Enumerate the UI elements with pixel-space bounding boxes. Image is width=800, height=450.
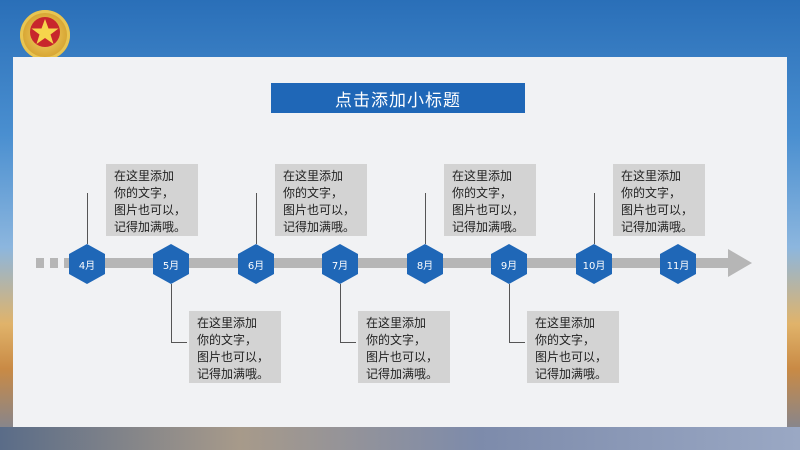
connector-line: [509, 284, 510, 342]
text-card[interactable]: 在这里添加 你的文字， 图片也可以， 记得加满哦。: [613, 164, 705, 236]
timeline-dash: [36, 258, 44, 268]
subtitle-text: 点击添加小标题: [335, 90, 461, 111]
connector-line: [87, 193, 88, 244]
connector-line: [340, 342, 356, 343]
subtitle-box[interactable]: 点击添加小标题: [271, 83, 525, 113]
timeline-dash: [714, 258, 722, 268]
connector-line: [256, 193, 257, 244]
text-card[interactable]: 在这里添加 你的文字， 图片也可以， 记得加满哦。: [189, 311, 281, 383]
timeline-dash: [64, 258, 72, 268]
connector-line: [594, 193, 595, 244]
connector-line: [171, 342, 187, 343]
connector-line: [171, 284, 172, 342]
text-card[interactable]: 在这里添加 你的文字， 图片也可以， 记得加满哦。: [106, 164, 198, 236]
connector-line: [340, 284, 341, 342]
timeline-arrow-icon: [728, 249, 752, 277]
text-card[interactable]: 在这里添加 你的文字， 图片也可以， 记得加满哦。: [358, 311, 450, 383]
timeline-dash: [50, 258, 58, 268]
connector-line: [425, 193, 426, 244]
text-card[interactable]: 在这里添加 你的文字， 图片也可以， 记得加满哦。: [275, 164, 367, 236]
connector-line: [509, 342, 525, 343]
text-card[interactable]: 在这里添加 你的文字， 图片也可以， 记得加满哦。: [527, 311, 619, 383]
emblem-icon: [20, 10, 70, 60]
background-strip: [0, 427, 800, 450]
text-card[interactable]: 在这里添加 你的文字， 图片也可以， 记得加满哦。: [444, 164, 536, 236]
timeline-dash: [700, 258, 708, 268]
